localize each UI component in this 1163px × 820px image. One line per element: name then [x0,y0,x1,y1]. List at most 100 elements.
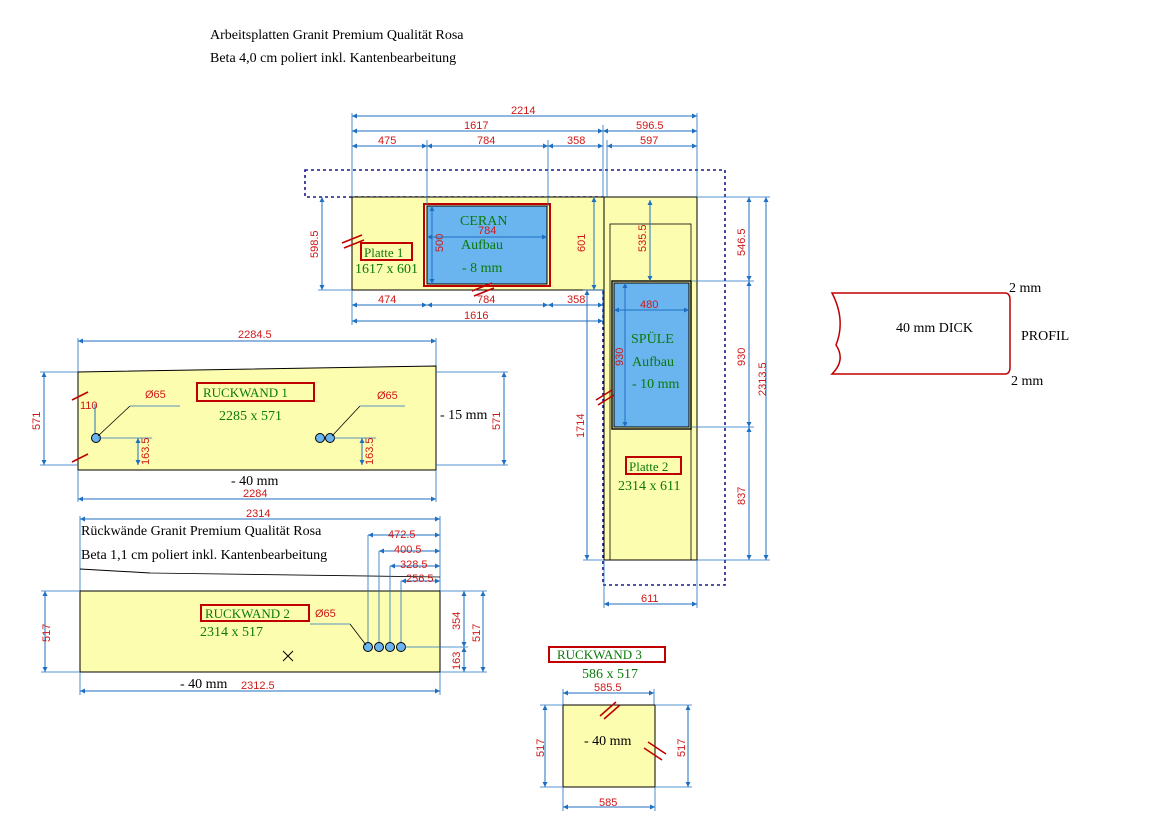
header-line-1: Arbeitsplatten Granit Premium Qualität R… [210,28,464,43]
ruckwand1-hole-a: Ø65 [145,389,166,401]
platte2-size: 2314 x 611 [618,479,680,494]
dim-475: 475 [378,135,396,147]
dim-472-5: 472.5 [388,529,416,541]
joint-mark-3 [595,389,615,406]
ruckwand1-label-box [196,382,315,402]
ceran-cutout [426,205,548,285]
dim-611: 611 [641,593,659,605]
profile-thickness: 40 mm DICK [896,321,973,336]
profile-bottom: 2 mm [1011,374,1043,389]
dim-474: 474 [378,294,396,306]
dim-110: 110 [80,400,98,412]
dim-517-l3: 517 [535,739,547,757]
spule-depth: - 10 mm [632,377,680,392]
dim-2284: 2284 [243,488,267,500]
dim-784-bot: 784 [477,294,495,306]
spule-label: SPÜLE [631,330,674,347]
ruckwand1-joint-marks [71,391,89,463]
ceran-depth: - 8 mm [462,261,503,276]
ruckwand1-size: 2285 x 571 [219,409,282,424]
dim-930-in: 930 [614,348,626,366]
ruckwand1: 2284.5 RUCKWAND 1 2285 x 571 571 571 - 1… [31,329,508,502]
dim-328-5: 328.5 [400,559,428,571]
spule-cutout-border [611,280,692,430]
ceran-label: CERAN [460,214,507,229]
dim-354: 354 [451,612,463,630]
dim-1714: 1714 [575,414,587,438]
dim-163-5-a: 163.5 [140,437,152,465]
ruckwand2-thick: - 40 mm [180,677,228,692]
ruckwand1-hole-2 [315,433,325,443]
profile-section: 40 mm DICK 2 mm 2 mm PROFIL [830,281,1069,389]
dim-517-r2: 517 [471,624,483,642]
ruckwand2: 2314 Rückwände Granit Premium Qualität R… [41,508,487,695]
ruckwand3-name: RUCKWAND 3 [557,647,642,662]
dim-535-5: 535.5 [637,224,649,252]
platte1-size: 1617 x 601 [355,262,418,277]
ruckwand2-hole: Ø65 [315,608,336,620]
ruckwand3-label-box [548,646,666,663]
profile-title: PROFIL [1021,329,1069,344]
platte1-label-box [360,242,413,261]
dim-784-top: 784 [477,135,495,147]
header-line-2: Beta 4,0 cm poliert inkl. Kantenbearbeit… [210,51,456,66]
platte2-dimensions: 535.5 480 930 546.5 930 837 2313.5 1714 [575,196,770,608]
dim-256-5: 256.5 [406,573,434,585]
ruckwand1-hole-b: Ø65 [377,390,398,402]
ruckwand2-name: RUCKWAND 2 [205,606,290,621]
dim-837: 837 [736,487,748,505]
platte1-side-dimensions: 598.5 601 500 784 [309,197,597,291]
ceran-cutout-border [423,203,551,287]
spule-aufbau: Aufbau [632,355,674,370]
ruckwand1-thick: - 40 mm [231,474,279,489]
ruckwand2-label-box [200,604,310,622]
dim-930-r: 930 [736,348,748,366]
dim-358-bot: 358 [567,294,585,306]
dim-585-5: 585.5 [594,682,622,694]
dim-163: 163 [451,652,463,670]
ruckwand1-edge: - 15 mm [440,408,488,423]
dim-1617: 1617 [464,120,488,132]
dim-358-top: 358 [567,135,585,147]
dim-784-cut: 784 [478,225,496,237]
platte1-bottom-dimensions: 474 784 358 1616 [351,290,604,325]
profile-top: 2 mm [1009,281,1041,296]
dim-2312-5: 2312.5 [241,680,275,692]
ruckwand3-thick: - 40 mm [584,734,632,749]
platte1-top-dimensions: 2214 1617 596.5 475 784 358 597 [351,105,698,206]
ceran-aufbau: Aufbau [461,238,503,253]
ruckwand2-size: 2314 x 517 [200,625,263,640]
dim-163-5-b: 163.5 [364,437,376,465]
platte2-name: Platte 2 [629,459,668,474]
ruckwand1-name: RUCKWAND 1 [203,385,288,400]
dim-2214: 2214 [511,105,535,117]
countertop-assembly: CERAN Aufbau - 8 mm SPÜLE Aufbau - 10 mm… [304,105,770,608]
dim-598-5: 598.5 [309,230,321,258]
dim-546-5: 546.5 [736,228,748,256]
ruckwand3-slab [562,704,656,788]
dim-571-l: 571 [31,412,43,430]
dim-517-l2: 517 [41,624,53,642]
joint-mark-1 [341,234,365,249]
backsplash-header-1: Rückwände Granit Premium Qualität Rosa [81,524,322,539]
dim-480: 480 [640,299,658,311]
dim-500: 500 [434,234,446,252]
overhang-outline [304,169,726,586]
dim-571-r: 571 [491,412,503,430]
ruckwand3: RUCKWAND 3 586 x 517 585.5 - 40 mm 517 5… [535,646,692,811]
joint-mark-2 [471,282,495,297]
dim-585: 585 [599,797,617,809]
dim-596-5: 596.5 [636,120,664,132]
dim-1616: 1616 [464,310,488,322]
dim-400-5: 400.5 [394,544,422,556]
dim-2314: 2314 [246,508,270,520]
dim-2313-5: 2313.5 [757,362,769,396]
dim-601: 601 [576,234,588,252]
dim-517-r3: 517 [676,739,688,757]
ruckwand3-size: 586 x 517 [582,667,638,682]
platte2-label-box [625,456,682,475]
platte1-name: Platte 1 [364,245,403,260]
backsplash-header-2: Beta 1,1 cm poliert inkl. Kantenbearbeit… [81,548,327,563]
profile-shape [830,292,1011,375]
